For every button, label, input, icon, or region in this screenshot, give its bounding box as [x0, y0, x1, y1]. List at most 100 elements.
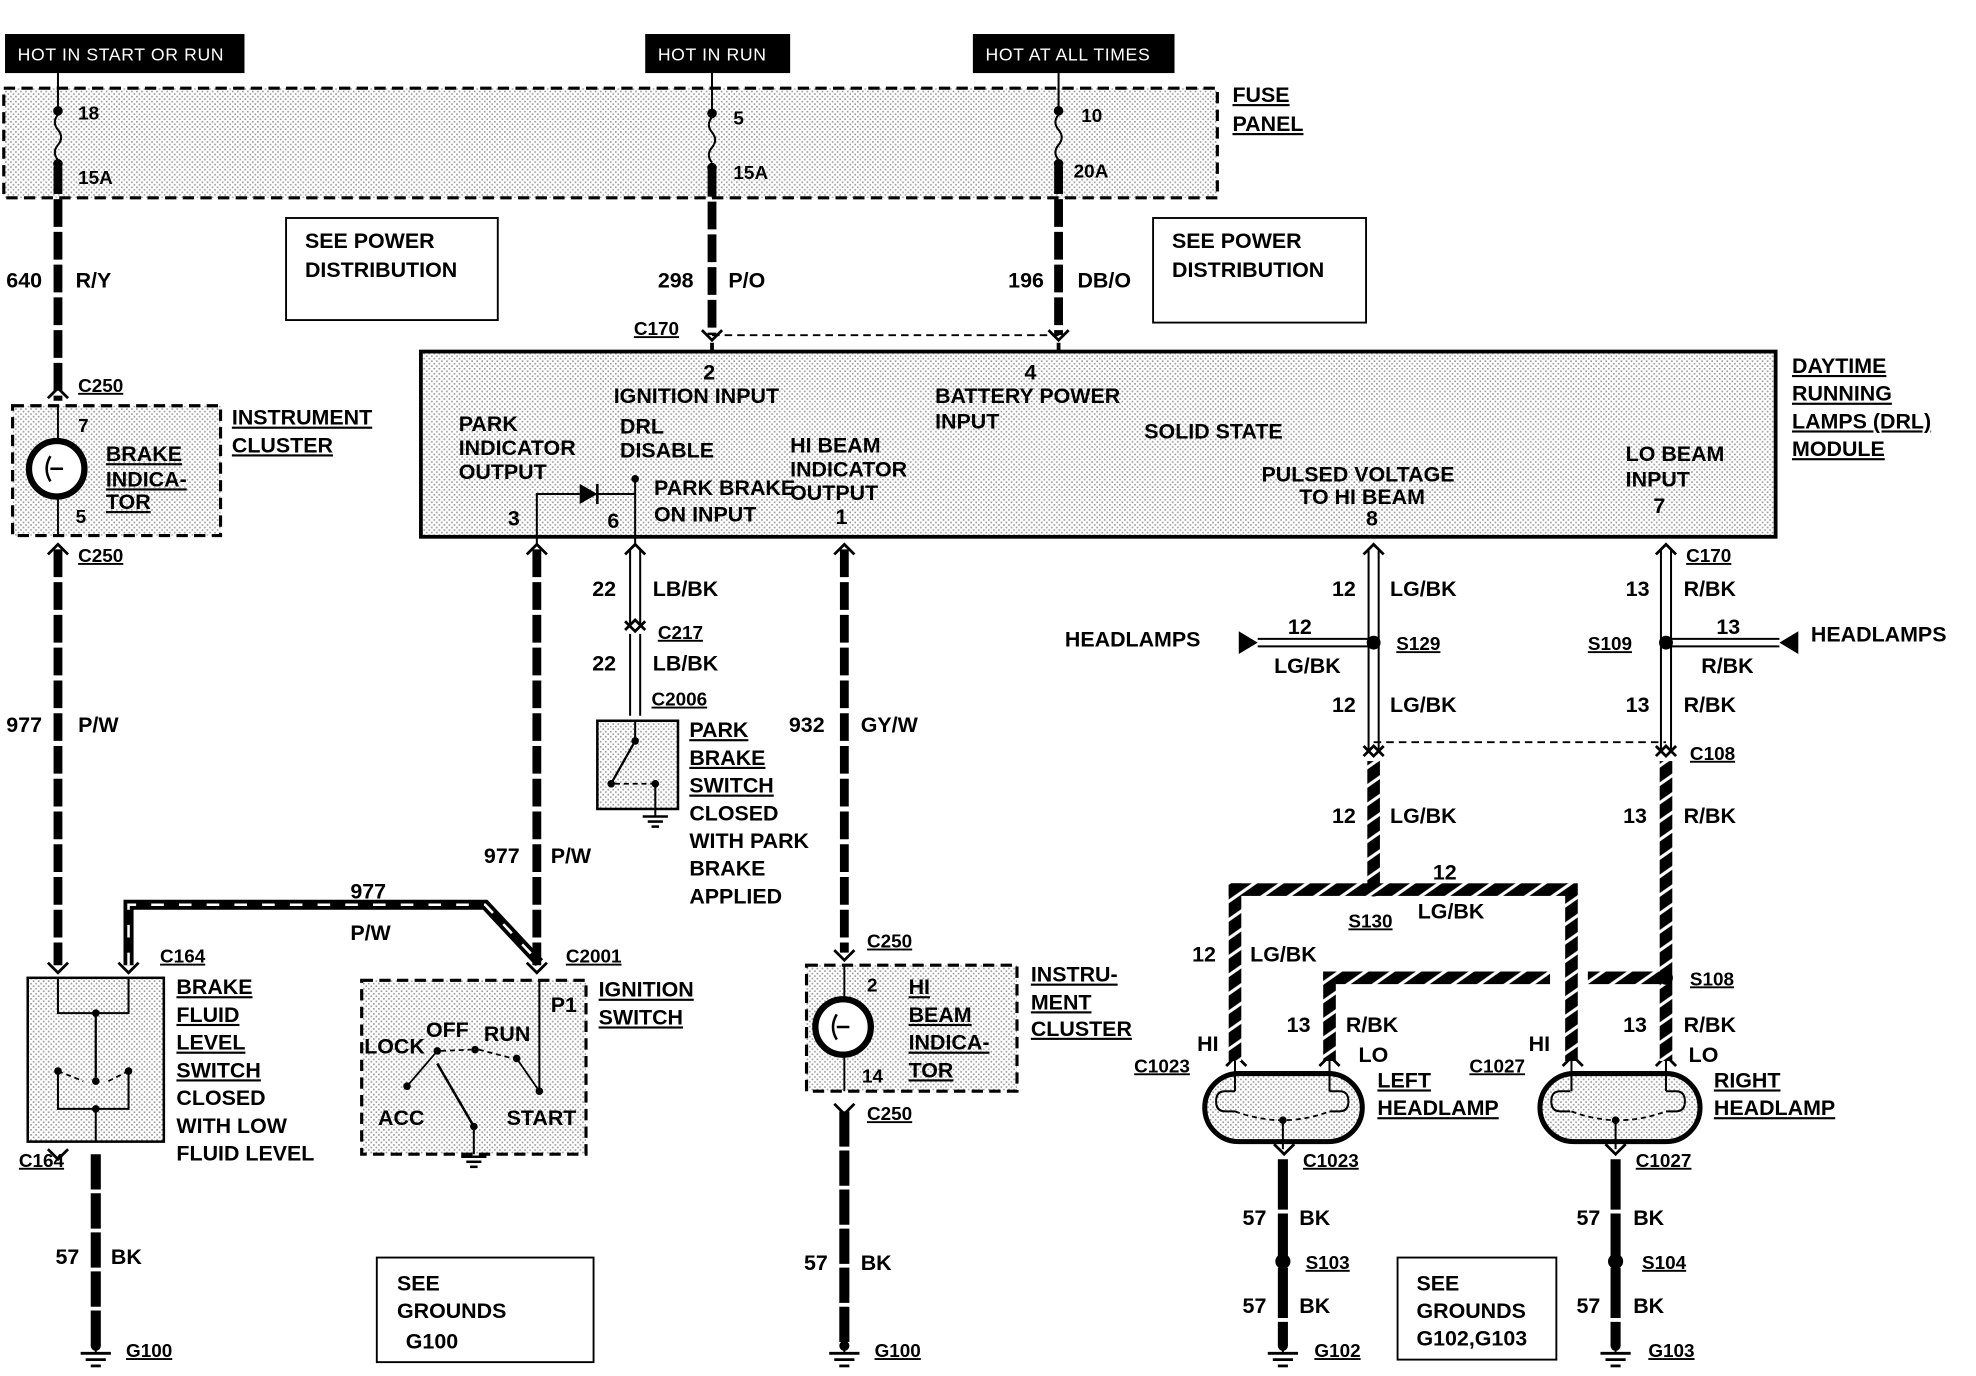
svg-text:P/W: P/W [350, 921, 391, 945]
svg-text:TOR: TOR [106, 490, 151, 514]
svg-text:LG/BK: LG/BK [1418, 900, 1485, 924]
arrow-left-icon [1779, 631, 1799, 654]
svg-text:SWITCH: SWITCH [599, 1005, 683, 1029]
svg-text:INDICATOR: INDICATOR [790, 457, 907, 481]
ground-g103: G103 [1648, 1341, 1694, 1362]
wire-977-left: 977 P/W [6, 549, 119, 966]
svg-text:7: 7 [78, 416, 89, 437]
ground-g100-center: G100 [875, 1341, 921, 1362]
ignition-switch: P1 LOCK OFF RUN ACC START [360, 978, 588, 1169]
left-headlamp-label: LEFT [1377, 1068, 1431, 1092]
connector-c1023-bottom: C1023 [1303, 1151, 1359, 1172]
svg-text:CLOSED: CLOSED [689, 801, 778, 825]
connector-c1023-top: C1023 [1134, 1056, 1190, 1077]
left-headlamp [1202, 1060, 1365, 1150]
svg-text:APPLIED: APPLIED [689, 884, 782, 908]
svg-text:SWITCH: SWITCH [176, 1058, 260, 1082]
svg-text:LO BEAM: LO BEAM [1626, 442, 1725, 466]
svg-text:SEE POWER: SEE POWER [1172, 229, 1302, 253]
wire-13-lo-distribution: 13 R/BK 13 R/BK [1287, 971, 1737, 1061]
svg-text:DISTRIBUTION: DISTRIBUTION [305, 258, 457, 282]
svg-text:13: 13 [1716, 615, 1740, 639]
svg-text:ACC: ACC [378, 1106, 424, 1130]
svg-text:7: 7 [1653, 494, 1665, 518]
park-brake-switch-label: PARK [689, 718, 749, 742]
svg-text:LEVEL: LEVEL [176, 1031, 245, 1055]
svg-text:BK: BK [1633, 1294, 1664, 1318]
splice-s104-dot [1608, 1253, 1624, 1269]
svg-text:R/BK: R/BK [1684, 1013, 1737, 1037]
svg-text:LB/BK: LB/BK [653, 577, 719, 601]
headlamps-feed-left: HEADLAMPS 12 LG/BK [1065, 615, 1369, 678]
svg-text:BK: BK [111, 1245, 142, 1269]
svg-text:57: 57 [55, 1245, 79, 1269]
svg-text:196: 196 [1008, 268, 1044, 292]
svg-text:INDICA-: INDICA- [909, 1031, 990, 1055]
brake-fluid-level-switch [26, 976, 166, 1143]
svg-text:TOR: TOR [909, 1058, 954, 1082]
svg-text:ON INPUT: ON INPUT [654, 503, 756, 527]
wire-977-jumper: 977 P/W [123, 879, 544, 967]
svg-text:R/BK: R/BK [1684, 577, 1737, 601]
svg-text:BRAKE: BRAKE [689, 857, 765, 881]
svg-text:DB/O: DB/O [1077, 268, 1131, 292]
svg-text:13: 13 [1287, 1013, 1311, 1037]
right-headlamp-label: RIGHT [1714, 1068, 1781, 1092]
drl-module: 2 IGNITION INPUT 4 BATTERY POWER INPUT P… [419, 342, 1778, 545]
see-grounds-g102-g103: SEE GROUNDS G102,G103 [1396, 1256, 1558, 1361]
wire-57-left-headlamp: 57 BK 57 BK [1243, 1159, 1331, 1346]
fuse-18-number: 18 [78, 104, 99, 125]
connector-c1027-top: C1027 [1469, 1056, 1525, 1077]
svg-text:LB/BK: LB/BK [653, 651, 719, 675]
right-headlamp-hi-pin: HI [1529, 1032, 1550, 1056]
svg-text:12: 12 [1332, 693, 1356, 717]
svg-text:6: 6 [607, 509, 619, 533]
svg-text:PARK: PARK [459, 412, 519, 436]
svg-text:57: 57 [1577, 1206, 1601, 1230]
svg-text:4: 4 [1025, 360, 1037, 384]
svg-text:IGNITION INPUT: IGNITION INPUT [614, 384, 779, 408]
fuse-5-rating: 15A [733, 163, 768, 184]
svg-text:LAMPS (DRL): LAMPS (DRL) [1792, 409, 1931, 433]
instrument-cluster-hi-beam: 2 14 HI BEAM INDICA- TOR [804, 963, 1019, 1093]
svg-text:BK: BK [1299, 1294, 1330, 1318]
fuse-18-rating: 15A [78, 168, 113, 189]
svg-text:BRAKE: BRAKE [106, 442, 182, 466]
svg-text:WITH LOW: WITH LOW [176, 1114, 287, 1138]
svg-text:57: 57 [1243, 1206, 1267, 1230]
svg-text:BK: BK [1633, 1206, 1664, 1230]
connector-c2001: C2001 [566, 947, 622, 968]
wire-12-upper: 12 LG/BK 12 LG/BK [1332, 549, 1457, 752]
svg-text:INDICA-: INDICA- [106, 467, 187, 491]
svg-text:57: 57 [1243, 1294, 1267, 1318]
wire-932: 932 GY/W [789, 549, 919, 953]
svg-text:GY/W: GY/W [861, 713, 919, 737]
svg-text:GROUNDS: GROUNDS [397, 1299, 506, 1323]
svg-text:BRAKE: BRAKE [689, 746, 765, 770]
svg-text:LOCK: LOCK [364, 1034, 425, 1058]
svg-text:57: 57 [804, 1251, 828, 1275]
svg-text:12: 12 [1332, 577, 1356, 601]
svg-text:14: 14 [862, 1066, 884, 1087]
connector-c170-right: C170 [1686, 546, 1731, 567]
svg-text:13: 13 [1626, 693, 1650, 717]
wire-298: 298 P/O [658, 168, 765, 336]
connector-c250-upper: C250 [78, 376, 123, 397]
diode-icon [579, 483, 598, 505]
connector-c1027-bottom: C1027 [1636, 1151, 1692, 1172]
svg-text:12: 12 [1192, 942, 1216, 966]
svg-text:R/BK: R/BK [1701, 654, 1754, 678]
wire-196: 196 DB/O [1008, 166, 1131, 336]
svg-text:BK: BK [1299, 1206, 1330, 1230]
wire-12-hi-distribution: 12 LG/BK 12 LG/BK [1192, 861, 1578, 1061]
splice-s109-dot [1659, 635, 1673, 650]
wire-13-lower: 13 R/BK [1623, 761, 1737, 1061]
svg-text:DISTRIBUTION: DISTRIBUTION [1172, 258, 1324, 282]
splice-s103-dot [1275, 1253, 1291, 1269]
right-headlamp [1537, 1060, 1703, 1150]
fuse-10-number: 10 [1081, 106, 1102, 127]
ground-icon [829, 1340, 860, 1368]
fuse-10-rating: 20A [1074, 162, 1109, 183]
svg-text:R/BK: R/BK [1684, 804, 1737, 828]
svg-text:HEADLAMPS: HEADLAMPS [1811, 622, 1947, 646]
